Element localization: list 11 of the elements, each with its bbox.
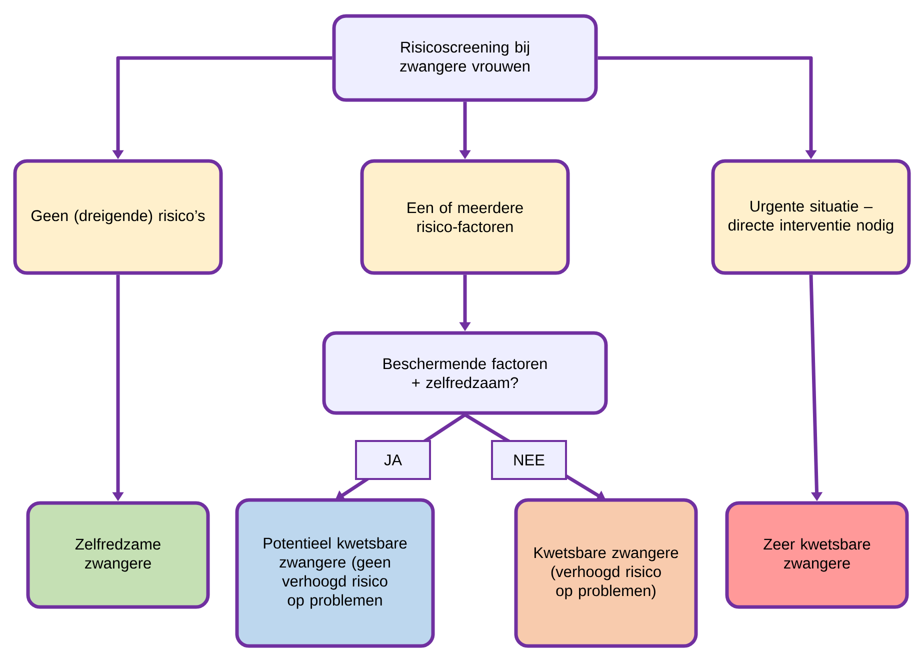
process-box: Risicoscreening bij zwangere vrouwen (332, 14, 598, 102)
edge-label: NEE (491, 440, 567, 480)
outcome-box: Potentieel kwetsbare zwangere (geen verhoogd risico op problemen (235, 498, 435, 648)
outcome-box: Zeer kwetsbare zwangere (725, 501, 909, 609)
decision-box: Beschermende factoren + zelfredzaam? (322, 331, 608, 415)
process-box: Geen (dreigende) risico’s (13, 159, 223, 275)
outcome-box: Zelfredzame zwangere (26, 501, 210, 609)
process-box: Urgente situatie – directe interventie nodig (711, 159, 911, 275)
outcome-box: Kwetsbare zwangere (verhoogd risico op problemen) (514, 498, 698, 648)
edge-label: JA (355, 440, 431, 480)
process-box: Een of meerdere risico-factoren (360, 159, 570, 275)
